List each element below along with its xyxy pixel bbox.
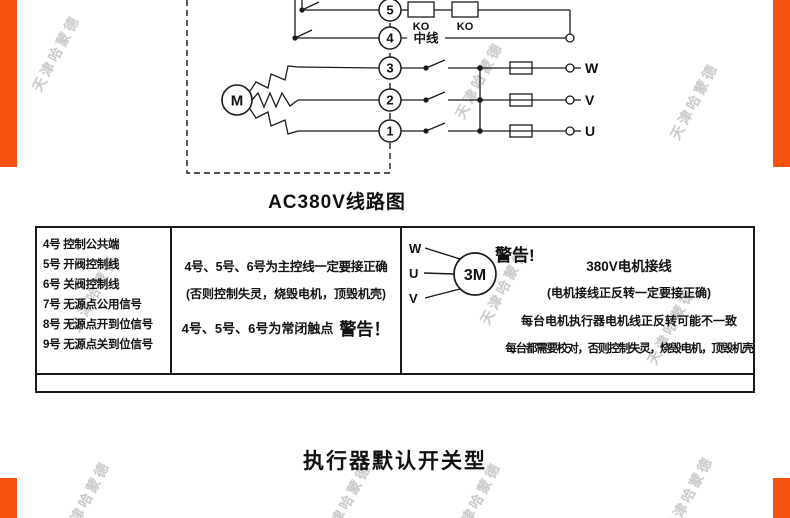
spec-table: 4号 控制公共端 5号 开阀控制线 6号 关阀控制线 7号 无源点公用信号 8号… — [35, 226, 755, 393]
terminal-legend-row: 8号 无源点开到位信号 — [43, 319, 153, 331]
motor-label: M — [231, 93, 244, 110]
table-divider-2 — [400, 228, 402, 373]
terminal-legend: 4号 控制公共端 5号 开阀控制线 6号 关阀控制线 7号 无源点公用信号 8号… — [43, 235, 153, 355]
neutral-label-bg — [407, 30, 445, 45]
terminal-legend-row: 6号 关阀控制线 — [43, 279, 120, 291]
terminal-legend-row: 4号 控制公共端 — [43, 239, 120, 251]
fuse-box-v — [509, 93, 533, 107]
circuit-labels: 5 4 3 2 1 中线 KO KO W V U M — [231, 3, 599, 140]
circuit-title: AC380V线路图 — [268, 192, 406, 213]
junction-dots — [292, 7, 483, 134]
control-note-line1: 4号、5号、6号为主控线一定要接正确 — [184, 260, 388, 274]
accent-bar-bottom-right — [773, 478, 790, 518]
accent-bar-bottom-left — [0, 478, 17, 518]
motor-note-line2: (电机接线正反转一定要接正确) — [547, 286, 711, 300]
motor-3m-diagram: W U V 3M — [409, 241, 497, 306]
motor-note-line4: 每台都需要校对，否则控制失灵，烧毁电机，顶毁机壳 — [505, 343, 753, 355]
phase-v-label: V — [585, 92, 595, 108]
accent-bar-top-right — [773, 0, 790, 167]
motor-note-line3: 每台电机执行器电机线正反转可能不一致 — [520, 314, 737, 328]
motor-warning-text: 警告! — [495, 246, 535, 265]
terminal-legend-row: 5号 开阀控制线 — [43, 259, 120, 271]
motor-3m-circle — [453, 252, 497, 296]
motor-leads — [423, 247, 461, 299]
motor-terminal-u: U — [409, 266, 418, 281]
motor-3m-label: 3M — [464, 267, 486, 284]
neutral-label: 中线 — [413, 31, 439, 46]
actuator-enclosure-dashed-box — [186, 0, 391, 174]
fuse-box-w — [509, 61, 533, 75]
accent-bar-top-left — [0, 0, 17, 167]
control-warning-text: 警告！ — [339, 320, 391, 339]
footer-title: 执行器默认开关型 — [303, 450, 487, 473]
control-note-line3: 4号、5号、6号为常闭触点警告！ — [172, 315, 400, 340]
terminal-2-label: 2 — [386, 93, 393, 108]
fuse-box-u — [509, 124, 533, 138]
phase-w-label: W — [585, 60, 599, 76]
terminal-3-label: 3 — [386, 61, 393, 76]
motor-terminal-labels: W U V 3M — [409, 241, 486, 306]
terminal-5-label: 5 — [386, 3, 393, 18]
phase-terminal-circles — [565, 33, 575, 136]
motor-note-line1: 380V电机接线 — [586, 259, 672, 274]
relay-boxes — [407, 1, 479, 18]
motor-circle — [221, 84, 253, 116]
phase-u-label: U — [585, 123, 595, 139]
motor-terminal-v: V — [409, 291, 418, 306]
relay-ko-label-2: KO — [457, 21, 474, 33]
fuse-boxes — [509, 61, 533, 138]
terminal-circles — [378, 0, 402, 143]
table-bottom-line — [37, 373, 753, 375]
circuit-diagram: 5 4 3 2 1 中线 KO KO W V U M — [186, 0, 599, 174]
relay-box-2 — [451, 1, 479, 18]
control-note-line3-text: 4号、5号、6号为常闭触点 — [181, 321, 334, 336]
motor-terminal-w: W — [409, 241, 422, 256]
control-warning-cell: 4号、5号、6号为主控线一定要接正确 (否则控制失灵，烧毁电机，顶毁机壳) 4号… — [172, 256, 400, 340]
relay-box-1 — [407, 1, 435, 18]
terminal-legend-row: 9号 无源点关到位信号 — [43, 339, 153, 351]
motor-warning-cell: 380V电机接线 (电机接线正反转一定要接正确) 每台电机执行器电机线正反转可能… — [505, 255, 753, 356]
terminal-legend-row: 7号 无源点公用信号 — [43, 299, 142, 311]
control-note-line2: (否则控制失灵，烧毁电机，顶毁机壳) — [186, 287, 386, 301]
relay-ko-label-1: KO — [413, 21, 430, 33]
terminal-1-label: 1 — [386, 124, 393, 139]
table-divider-1 — [170, 228, 172, 373]
terminal-4-label: 4 — [386, 31, 394, 46]
